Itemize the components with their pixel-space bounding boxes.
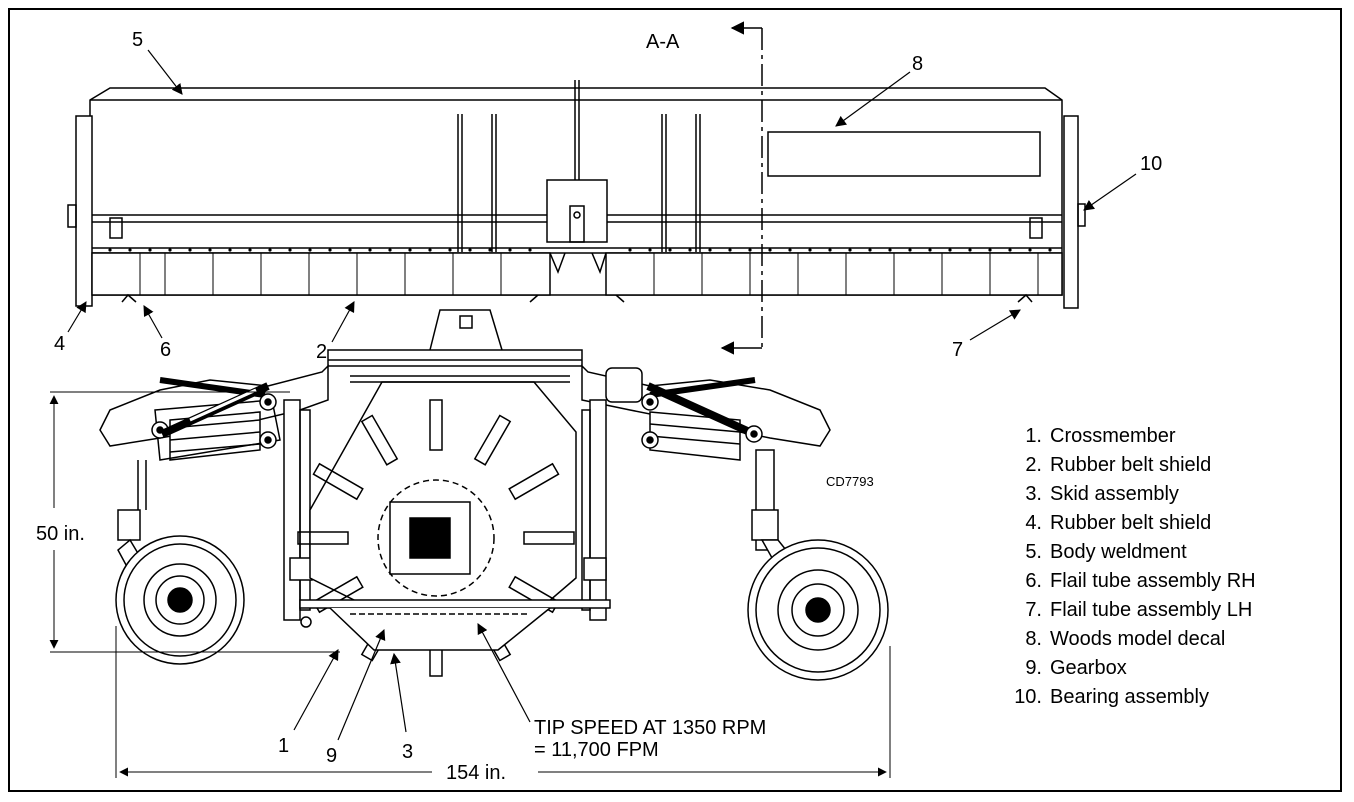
side-leaders: [293, 623, 531, 741]
callout-5: 5: [132, 29, 143, 51]
dimension-lines: [49, 391, 891, 778]
rotor-housing: [309, 381, 577, 615]
callout-1: 1: [278, 735, 289, 757]
legend-label: Bearing assembly: [1050, 686, 1209, 708]
legend-item: 3. Skid assembly: [1004, 480, 1256, 509]
width-dimension: 154 in.: [446, 762, 506, 784]
callout-6: 6: [160, 339, 171, 361]
left-wheel: [115, 535, 245, 665]
legend-label: Rubber belt shield: [1050, 512, 1212, 534]
bearing-assembly: [1063, 115, 1079, 309]
legend-label: Skid assembly: [1050, 483, 1179, 505]
section-line: [720, 21, 763, 355]
parts-legend: 1. Crossmember 2. Rubber belt shield 3. Ski…: [1004, 422, 1256, 712]
left-end-plate: [75, 115, 93, 307]
legend-label: Flail tube assembly RH: [1050, 570, 1256, 592]
legend-item: 7. Flail tube assembly LH: [1004, 596, 1256, 625]
callout-10: 10: [1140, 153, 1162, 175]
rubber-belt-shield-right: [605, 252, 1063, 296]
callout-7: 7: [952, 339, 963, 361]
legend-label: Body weldment: [1050, 541, 1187, 563]
drawing-frame: A-A 5 8 10 4 6 2 7: [8, 8, 1342, 792]
model-decal: [767, 131, 1041, 177]
legend-number: 8.: [1025, 628, 1042, 650]
legend-item: 2. Rubber belt shield: [1004, 451, 1256, 480]
height-dimension: 50 in.: [36, 523, 85, 545]
callout-4-top: 4: [54, 333, 65, 355]
legend-label: Gearbox: [1050, 657, 1127, 679]
legend-item: 8. Woods model decal: [1004, 625, 1256, 654]
legend-number: 5.: [1025, 541, 1042, 563]
side-view: [99, 309, 889, 681]
center-gearbox-top: [546, 179, 608, 243]
tip-speed-line-2: = 11,700 FPM: [534, 739, 659, 761]
legend-number: 4.: [1025, 512, 1042, 534]
legend-item: 6. Flail tube assembly RH: [1004, 567, 1256, 596]
legend-item: 1. Crossmember: [1004, 422, 1256, 451]
legend-item: 5. Body weldment: [1004, 538, 1256, 567]
callout-3: 3: [402, 741, 413, 763]
legend-label: Rubber belt shield: [1050, 454, 1212, 476]
legend-label: Crossmember: [1050, 425, 1176, 447]
legend-number: 3.: [1025, 483, 1042, 505]
rubber-belt-shield-left: [91, 252, 551, 296]
top-view: [67, 80, 1086, 309]
tip-speed-line-1: TIP SPEED AT 1350 RPM: [534, 717, 766, 739]
crossmember: [299, 599, 611, 609]
callout-8: 8: [912, 53, 923, 75]
legend-number: 9.: [1025, 657, 1042, 679]
legend-item: 4. Rubber belt shield: [1004, 509, 1256, 538]
legend-number: 1.: [1025, 425, 1042, 447]
callout-2: 2: [316, 341, 327, 363]
right-wheel: [747, 539, 889, 681]
legend-label: Flail tube assembly LH: [1050, 599, 1253, 621]
technical-drawing: A-A 5 8 10 4 6 2 7: [36, 21, 1162, 784]
section-label: A-A: [646, 31, 680, 53]
callout-9: 9: [326, 745, 337, 767]
drawing-code: CD7793: [826, 474, 874, 489]
legend-number: 2.: [1025, 454, 1042, 476]
legend-number: 7.: [1025, 599, 1042, 621]
legend-number: 6.: [1025, 570, 1042, 592]
legend-label: Woods model decal: [1050, 628, 1226, 650]
top-leaders: [67, 49, 1137, 343]
legend-item: 10. Bearing assembly: [1004, 683, 1256, 712]
legend-item: 9. Gearbox: [1004, 654, 1256, 683]
legend-number: 10.: [1014, 686, 1042, 708]
